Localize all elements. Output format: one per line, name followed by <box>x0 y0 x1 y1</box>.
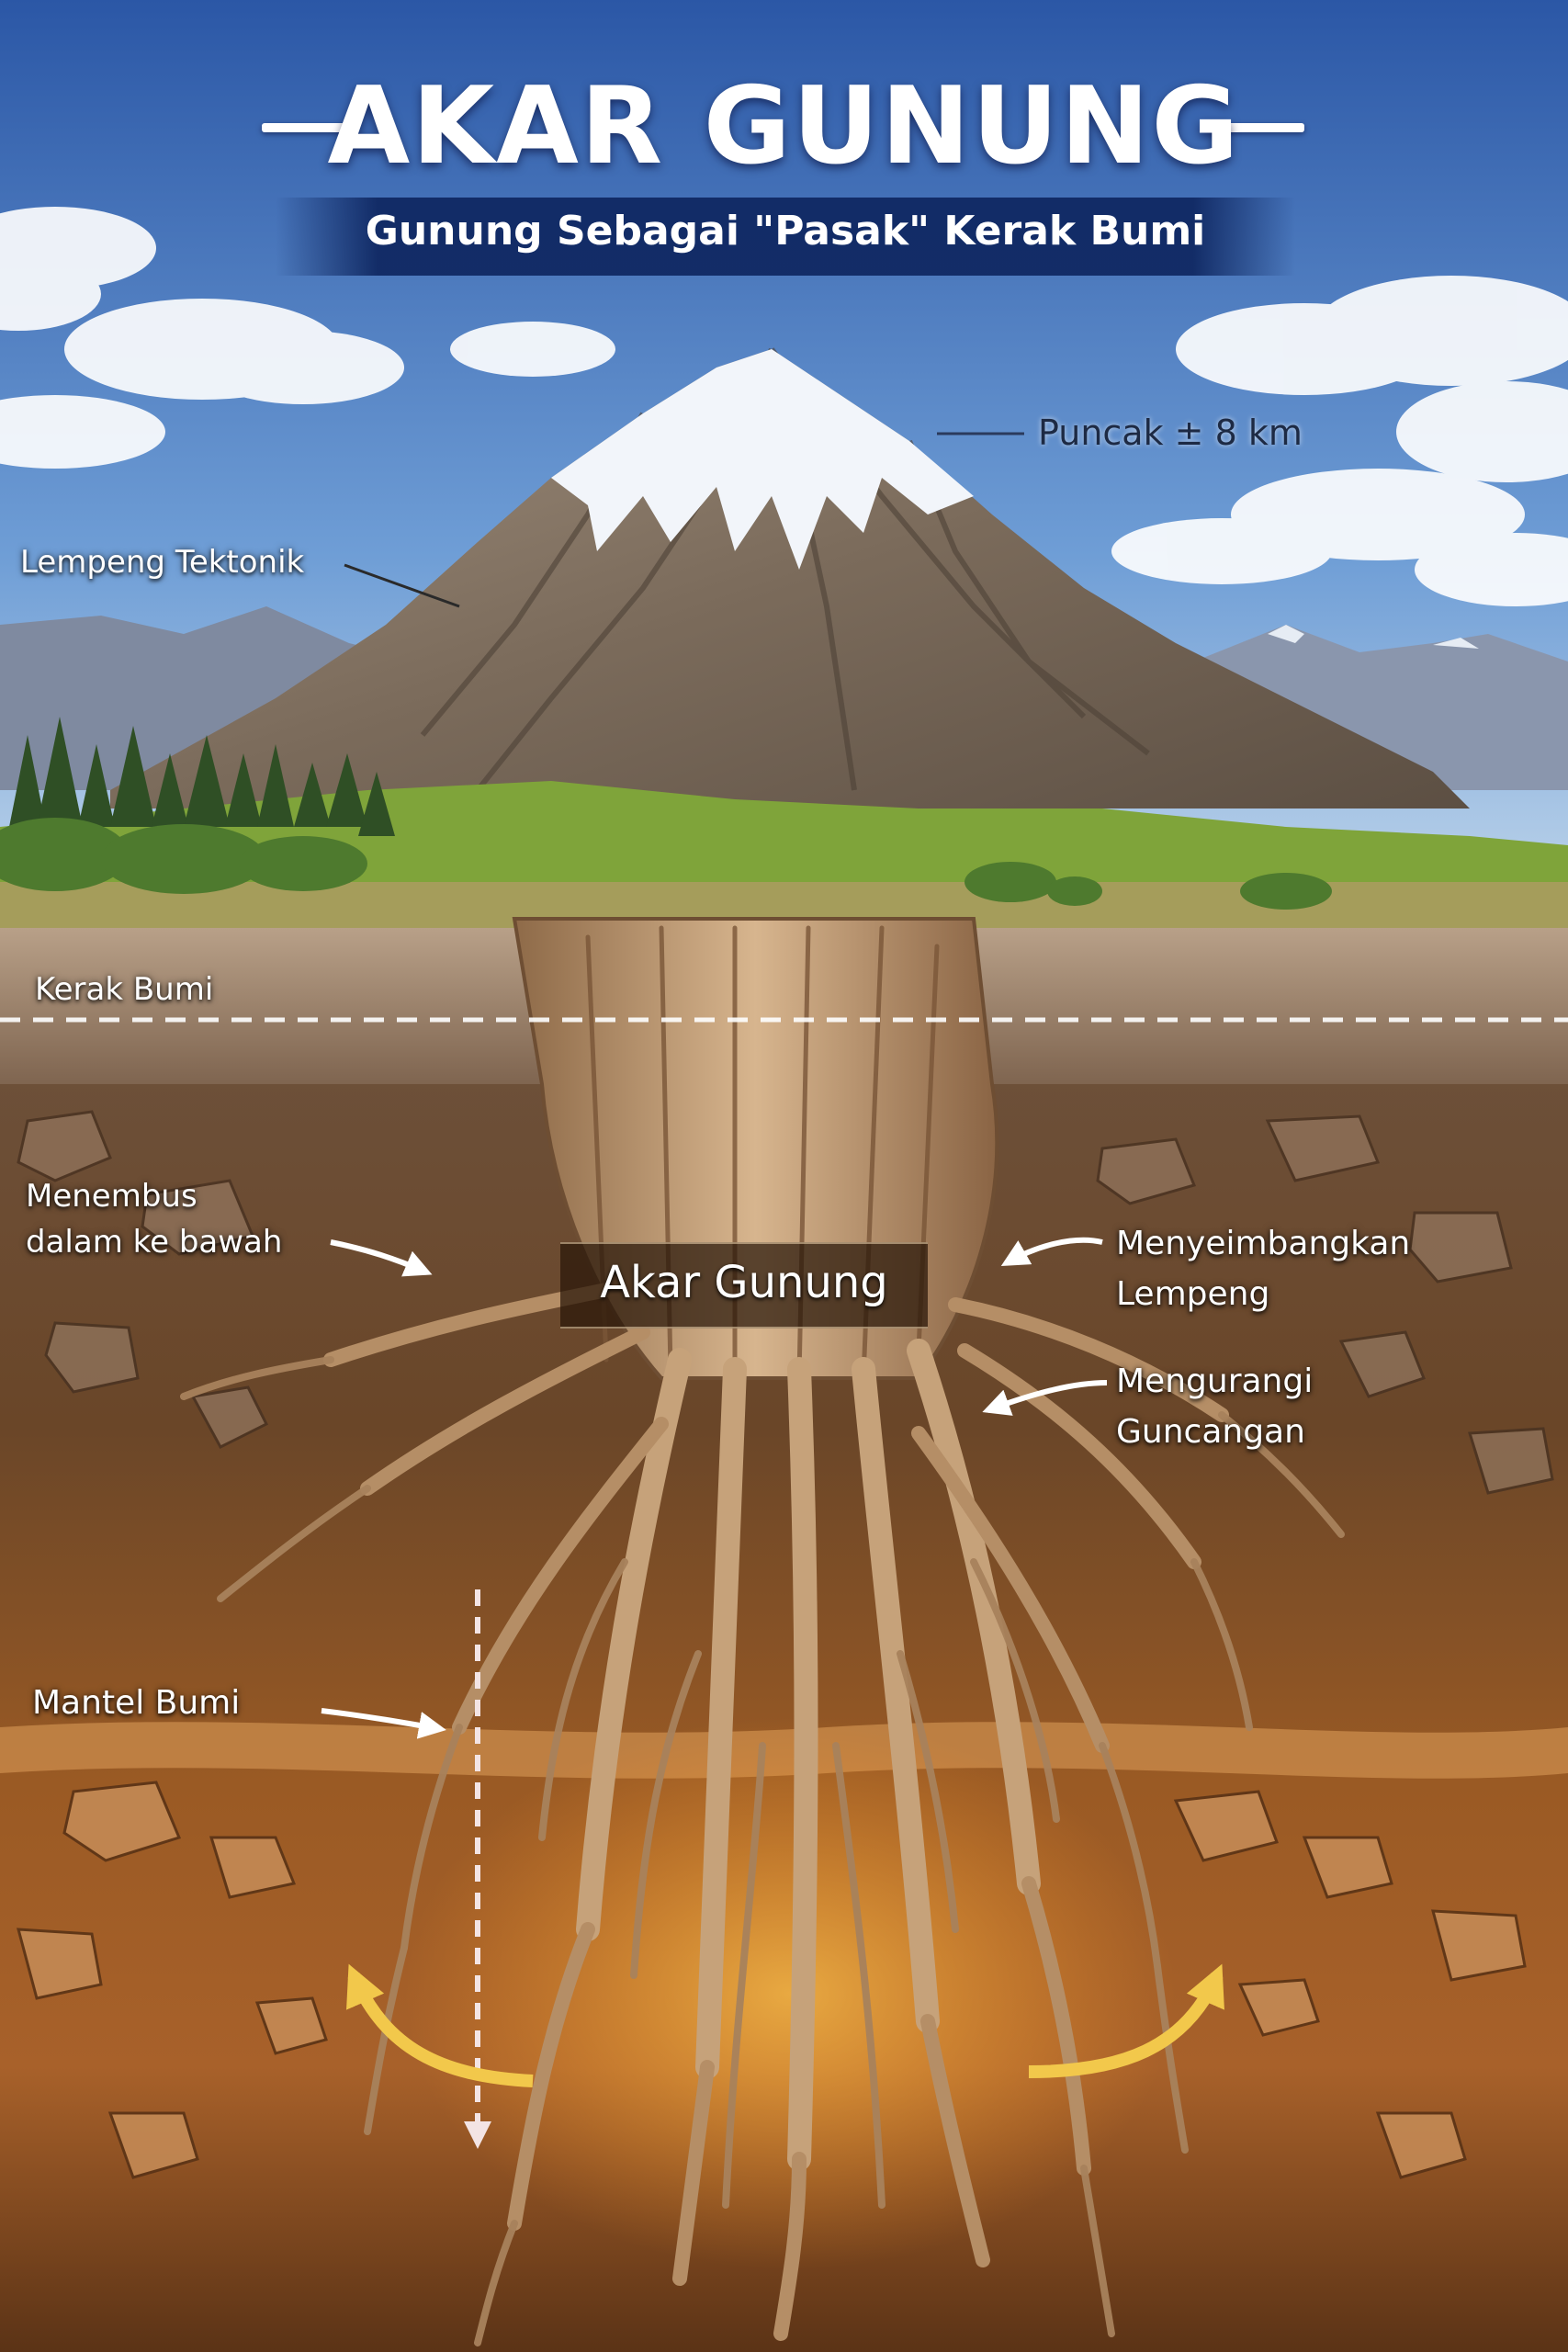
label-balance-line2: Lempeng <box>1116 1275 1270 1313</box>
page-title: AKAR GUNUNG <box>327 64 1241 188</box>
label-penetrate-line1: Menembus <box>26 1178 197 1215</box>
stabilize-arrow-left <box>346 1963 534 2087</box>
balance-arrow <box>1000 1237 1103 1266</box>
label-mantle: Mantel Bumi <box>32 1684 241 1722</box>
main-mountain <box>110 349 1470 808</box>
title-dash-left <box>262 123 354 132</box>
title-dash-right <box>1213 123 1304 132</box>
snow-cap <box>551 349 974 570</box>
label-reduce-line2: Guncangan <box>1116 1413 1305 1451</box>
forest <box>9 717 395 836</box>
plate-leader-line <box>344 563 460 608</box>
label-tectonic-plate: Lempeng Tektonik <box>20 544 305 581</box>
rocks <box>17 1110 1554 1495</box>
reduce-arrow <box>982 1380 1108 1416</box>
subtitle-banner <box>276 198 1295 276</box>
label-arrows <box>321 1237 1108 1739</box>
label-penetrate-line2: dalam ke bawah <box>26 1224 283 1261</box>
root-system <box>180 917 1345 2346</box>
penetrate-arrow <box>330 1239 433 1277</box>
label-reduce-line1: Mengurangi <box>1116 1363 1314 1400</box>
mantle-rocks <box>17 1781 1527 2179</box>
label-crust: Kerak Bumi <box>35 971 214 1008</box>
root-label-plate <box>560 1242 928 1329</box>
stabilize-arrow-right <box>1028 1963 1224 2078</box>
label-balance-line1: Menyeimbangkan <box>1116 1225 1411 1262</box>
mantle-arrow <box>321 1708 446 1739</box>
subtitle: Gunung Sebagai "Pasak" Kerak Bumi <box>365 208 1206 254</box>
label-peak: Puncak ± 8 km <box>1038 413 1303 453</box>
clouds <box>0 207 1568 606</box>
label-mountain-root: Akar Gunung <box>600 1257 888 1308</box>
